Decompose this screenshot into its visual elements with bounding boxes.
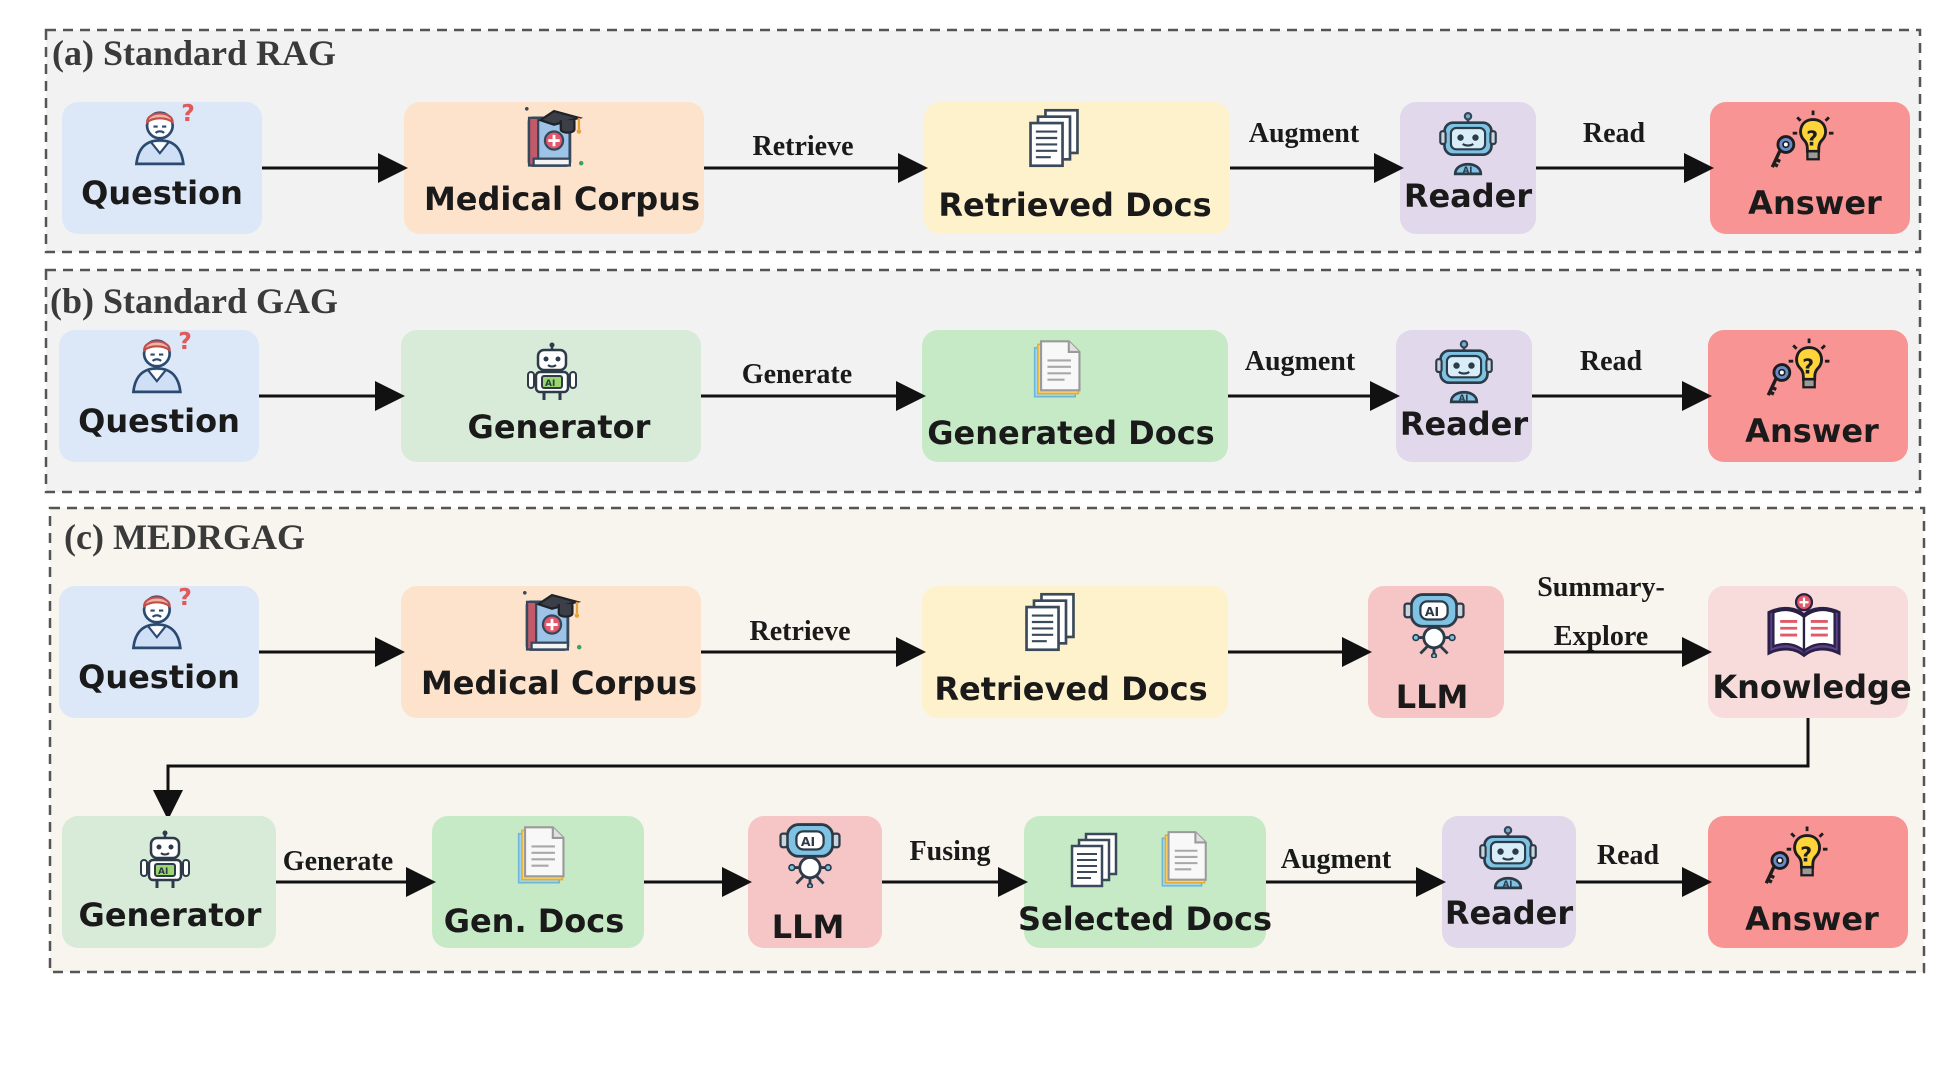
c-llm-label-2: LLM [772, 908, 845, 946]
generated-doc-icon [1161, 831, 1207, 887]
b-generator-label: Generator [468, 408, 651, 446]
b-generated-docs-box: Generated Docs [922, 330, 1228, 462]
c-knowledge-box: Knowledge [1708, 586, 1912, 718]
c-medical-corpus-box: Medical Corpus [401, 586, 701, 718]
c-generator-label: Generator [79, 896, 262, 934]
panel-b: (b) Standard GAG Question Generator Gene… [44, 268, 1922, 494]
b-generated-docs-label: Generated Docs [927, 414, 1214, 452]
c-reader-label: Reader [1445, 894, 1574, 932]
a-retrieved-docs-label: Retrieved Docs [938, 186, 1211, 224]
panel-c: (c) MEDRGAG Question Medical Corpus Retr… [48, 506, 1926, 974]
c-question-box: Question [59, 586, 259, 718]
c-explore-label: Explore [1554, 621, 1648, 652]
generated-doc-icon [1033, 340, 1081, 398]
b-answer-box: Answer [1708, 330, 1908, 462]
c-gen-docs-box: Gen. Docs [432, 816, 644, 948]
panel-c-frame [48, 506, 1926, 974]
c-llm-box-1: LLM [1368, 586, 1504, 718]
b-reader-label: Reader [1400, 405, 1529, 443]
b-generator-box: Generator [401, 330, 701, 462]
panel-c-title: (c) MEDRGAG [64, 517, 305, 557]
c-medical-corpus-label: Medical Corpus [421, 664, 697, 702]
b-read-label: Read [1580, 346, 1643, 377]
a-read-label: Read [1583, 118, 1646, 149]
c-summary-label: Summary- [1537, 572, 1665, 603]
document-stack-icon [1025, 592, 1075, 652]
c-generate-label: Generate [283, 846, 393, 877]
a-question-box: Question [62, 102, 262, 234]
a-medical-corpus-box: Medical Corpus [404, 102, 704, 234]
c-knowledge-label: Knowledge [1712, 668, 1911, 706]
c-read-label: Read [1597, 840, 1660, 871]
c-llm-box-2: LLM [748, 816, 882, 948]
c-llm-label-1: LLM [1396, 678, 1469, 716]
a-augment-label: Augment [1249, 118, 1360, 149]
a-answer-label: Answer [1748, 184, 1882, 222]
b-answer-label: Answer [1745, 412, 1879, 450]
a-reader-box: Reader [1400, 102, 1536, 234]
document-stack-icon [1029, 108, 1079, 168]
a-answer-box: Answer [1710, 102, 1910, 234]
b-question-label: Question [78, 402, 240, 440]
c-retrieved-docs-label: Retrieved Docs [934, 670, 1207, 708]
b-question-box: Question [59, 330, 259, 462]
c-question-label: Question [78, 658, 240, 696]
c-retrieve-label: Retrieve [749, 616, 850, 647]
c-reader-box: Reader [1442, 816, 1576, 948]
c-selected-docs-label: Selected Docs [1018, 900, 1272, 938]
b-reader-box: Reader [1396, 330, 1532, 462]
a-medical-corpus-label: Medical Corpus [424, 180, 700, 218]
c-arrow-knowledge-generator [153, 718, 1810, 820]
panel-b-title: (b) Standard GAG [50, 281, 338, 321]
a-question-label: Question [81, 174, 243, 212]
c-selected-docs-box: Selected Docs [1018, 816, 1272, 948]
c-answer-label: Answer [1745, 900, 1879, 938]
panel-a-title: (a) Standard RAG [52, 33, 336, 73]
c-retrieved-docs-box: Retrieved Docs [922, 586, 1228, 718]
c-fusing-label: Fusing [910, 836, 991, 867]
a-retrieve-label: Retrieve [752, 131, 853, 162]
a-retrieved-docs-box: Retrieved Docs [924, 102, 1230, 234]
c-augment-label: Augment [1281, 844, 1392, 875]
a-reader-label: Reader [1404, 177, 1533, 215]
b-generate-label: Generate [742, 359, 852, 390]
document-stack-icon [1070, 832, 1118, 888]
c-answer-box: Answer [1708, 816, 1908, 948]
b-augment-label: Augment [1245, 346, 1356, 377]
panel-a: (a) Standard RAG Question Medical Corpus… [44, 28, 1922, 254]
c-generator-box: Generator [62, 816, 276, 948]
generated-doc-icon [517, 826, 565, 884]
c-gen-docs-label: Gen. Docs [444, 902, 625, 940]
